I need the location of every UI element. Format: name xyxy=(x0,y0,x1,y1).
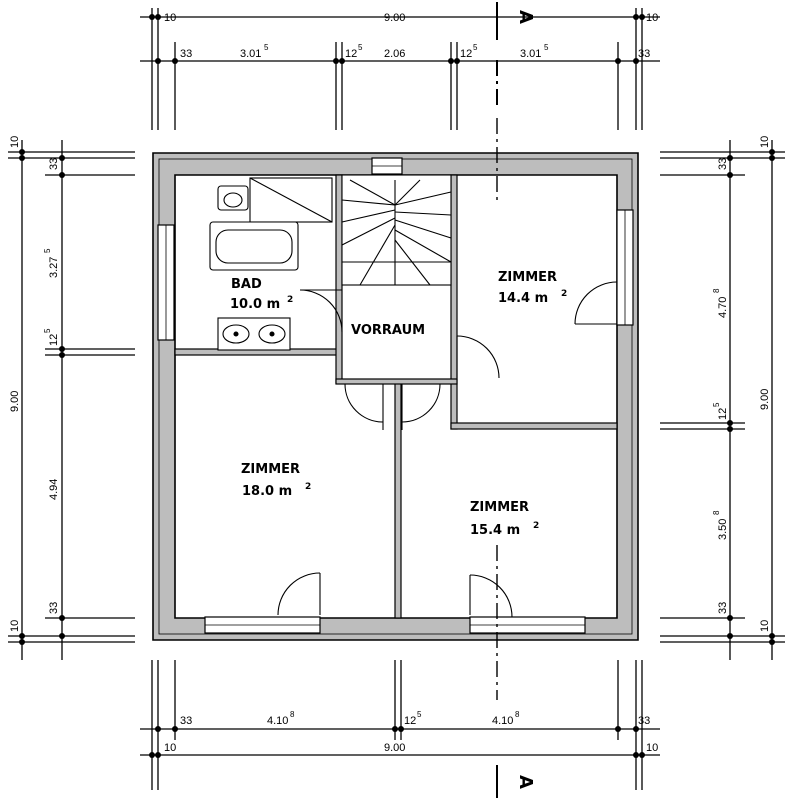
dim-left-total: 9.00 xyxy=(9,391,21,412)
dim-right-a: 33 xyxy=(717,158,729,170)
room-zimmer-se-area-exp: 2 xyxy=(533,521,539,531)
dim-right-c-sup: 5 xyxy=(712,402,721,407)
dim-left-top: 10 xyxy=(9,136,21,148)
room-bad-area-exp: 2 xyxy=(287,295,293,305)
dim-right-top: 10 xyxy=(759,136,771,148)
room-zimmer-ne-area: 14.4 m xyxy=(498,291,548,306)
dim-bottom-d: 4.10 xyxy=(492,715,513,727)
dim-top-c: 12 xyxy=(345,48,357,60)
dim-left-d: 4.94 xyxy=(48,479,60,500)
walls xyxy=(152,152,639,641)
dim-top-b-sup: 5 xyxy=(264,43,269,52)
dim-top-g: 33 xyxy=(638,48,650,60)
dimension-lines xyxy=(8,8,785,790)
dim-right-d-sup: 8 xyxy=(712,510,721,515)
dim-right-b-sup: 8 xyxy=(712,288,721,293)
dim-top-f-sup: 5 xyxy=(544,43,549,52)
doors xyxy=(277,281,618,618)
dim-top-c-sup: 5 xyxy=(358,43,363,52)
dim-left-c: 12 xyxy=(48,334,60,346)
dim-top-right: 10 xyxy=(646,12,658,24)
dim-top-e-sup: 5 xyxy=(473,43,478,52)
dim-top-total: 9.00 xyxy=(384,12,405,24)
dim-right-e: 33 xyxy=(717,602,729,614)
room-zimmer-ne-name: ZIMMER xyxy=(498,270,557,285)
dim-bottom-c: 12 xyxy=(404,715,416,727)
dim-right-c: 12 xyxy=(717,408,729,420)
dim-bottom-b-sup: 8 xyxy=(290,710,295,719)
room-labels: BAD 10.0 m 2 ZIMMER 14.4 m 2 VORRAUM ZIM… xyxy=(230,270,567,538)
dimension-labels: 10 9.00 10 33 3.01 5 12 5 2.06 12 5 3.01… xyxy=(9,12,771,754)
dim-bottom-right: 10 xyxy=(646,742,658,754)
room-zimmer-sw-area-exp: 2 xyxy=(305,482,311,492)
dim-bottom-left: 10 xyxy=(164,742,176,754)
dim-top-b: 3.01 xyxy=(240,48,261,60)
dim-left-a: 33 xyxy=(48,158,60,170)
dim-bottom-b: 4.10 xyxy=(267,715,288,727)
dim-left-b-sup: 5 xyxy=(43,248,52,253)
bath-fixtures xyxy=(209,177,333,351)
dim-bottom-total: 9.00 xyxy=(384,742,405,754)
room-zimmer-sw-area: 18.0 m xyxy=(242,484,292,499)
dim-bottom-a: 33 xyxy=(180,715,192,727)
dim-left-c-sup: 5 xyxy=(43,328,52,333)
dim-bottom-d-sup: 8 xyxy=(515,710,520,719)
dim-bottom-c-sup: 5 xyxy=(417,710,422,719)
section-mark-bottom: A xyxy=(515,775,536,789)
dim-bottom-e: 33 xyxy=(638,715,650,727)
dim-top-a: 33 xyxy=(180,48,192,60)
dim-right-b: 4.70 xyxy=(717,297,729,318)
room-zimmer-se-area: 15.4 m xyxy=(470,523,520,538)
room-vorraum-name: VORRAUM xyxy=(351,323,425,338)
dim-top-left: 10 xyxy=(164,12,176,24)
dim-right-total: 9.00 xyxy=(759,389,771,410)
dim-top-e: 12 xyxy=(460,48,472,60)
dim-top-f: 3.01 xyxy=(520,48,541,60)
dim-left-bottom: 10 xyxy=(9,620,21,632)
room-bad-area: 10.0 m xyxy=(230,297,280,312)
room-bad-name: BAD xyxy=(231,277,262,292)
dim-left-e: 33 xyxy=(48,602,60,614)
room-zimmer-se-name: ZIMMER xyxy=(470,500,529,515)
staircase xyxy=(341,174,452,286)
section-mark-top: A xyxy=(515,10,536,24)
dim-top-d: 2.06 xyxy=(384,48,405,60)
dim-right-d: 3.50 xyxy=(717,519,729,540)
room-zimmer-ne-area-exp: 2 xyxy=(561,289,567,299)
dimension-ticks xyxy=(19,14,775,758)
room-zimmer-sw-name: ZIMMER xyxy=(241,462,300,477)
dim-right-bottom: 10 xyxy=(759,620,771,632)
dim-left-b: 3.27 xyxy=(48,257,60,278)
